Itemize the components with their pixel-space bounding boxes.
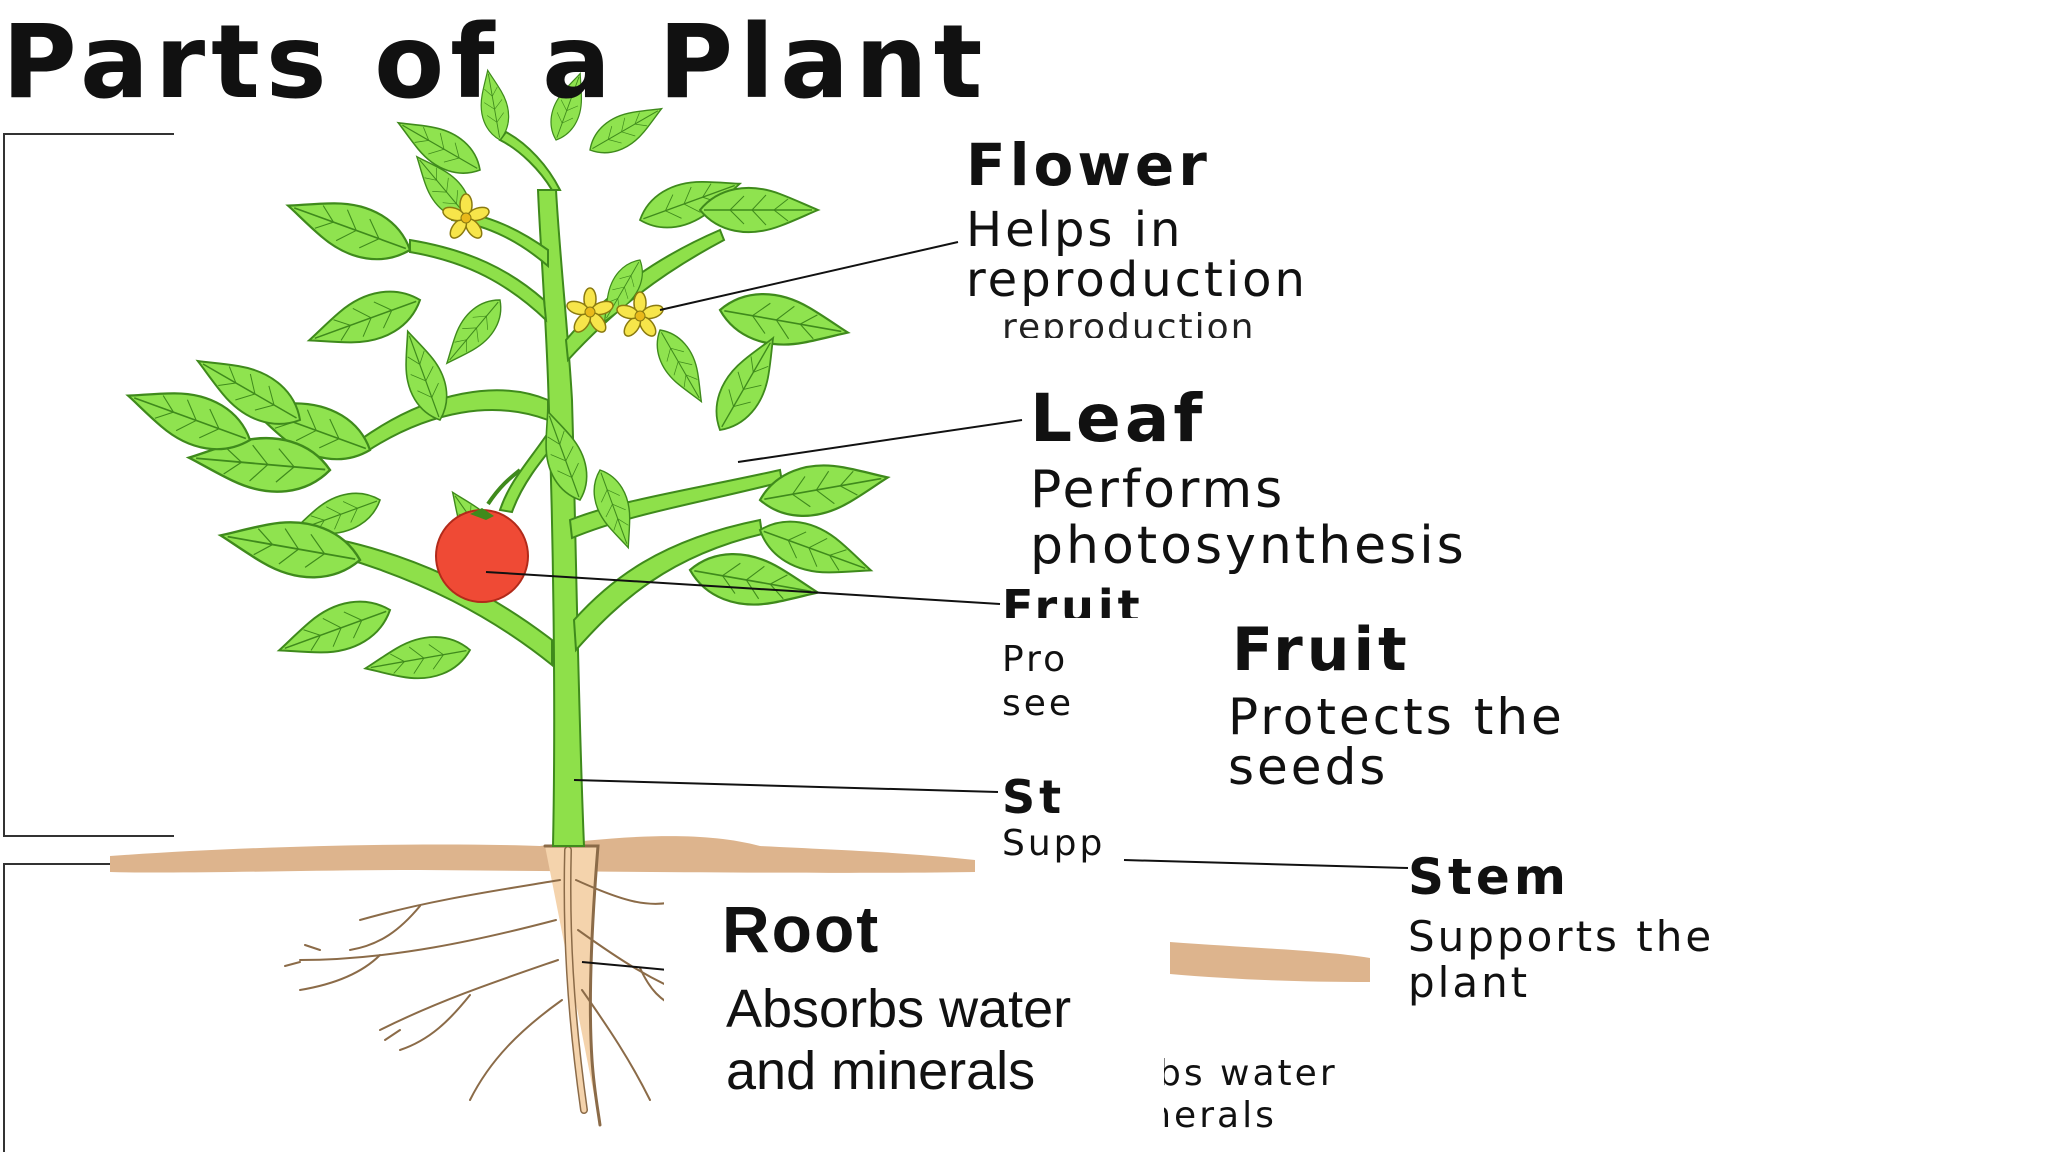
stem-ghost-line1: Supp	[1002, 823, 1106, 864]
root-ghost-line1: bs water	[1158, 1053, 1338, 1094]
root-bracket-icon	[3, 863, 174, 1152]
root-label: Root	[722, 892, 881, 966]
stem-icon	[336, 130, 784, 847]
fruit-ghost-line2: see	[1002, 683, 1075, 724]
shoot-bracket-icon	[3, 133, 174, 837]
stem-desc-line1: Supports the	[1408, 912, 1715, 961]
leaf-desc-line1: Performs	[1030, 460, 1286, 520]
root-desc-line1: Absorbs water	[726, 979, 1072, 1039]
fruit-desc-line2: seeds	[1228, 738, 1389, 796]
root-icon	[284, 844, 701, 1127]
stem-ghost-label: St	[1002, 770, 1066, 824]
flower-desc-line1: Helps in	[966, 202, 1184, 258]
leaf-label: Leaf	[1030, 380, 1207, 457]
flower-ghost-line: reproduction	[1002, 310, 1256, 338]
root-label-panel	[664, 882, 1164, 1152]
soil-strip-offset	[1170, 942, 1370, 982]
flower-label: Flower	[966, 131, 1211, 199]
tomato-icon	[435, 468, 529, 603]
flower-desc-line2: reproduction	[966, 252, 1308, 308]
page-title: Parts of a Plant	[2, 3, 989, 122]
soil-strip	[110, 836, 975, 873]
root-desc-line2: and minerals	[726, 1041, 1036, 1101]
fruit-ghost-label: Fruit	[1002, 584, 1144, 618]
leaf-desc-line2: photosynthesis	[1030, 516, 1467, 576]
fruit-desc-line1: Protects the	[1228, 688, 1565, 746]
fruit-label: Fruit	[1232, 615, 1411, 685]
stem-desc-line2: plant	[1408, 958, 1531, 1007]
stem-label: Stem	[1408, 848, 1570, 906]
fruit-ghost-line1: Pro	[1002, 639, 1069, 680]
